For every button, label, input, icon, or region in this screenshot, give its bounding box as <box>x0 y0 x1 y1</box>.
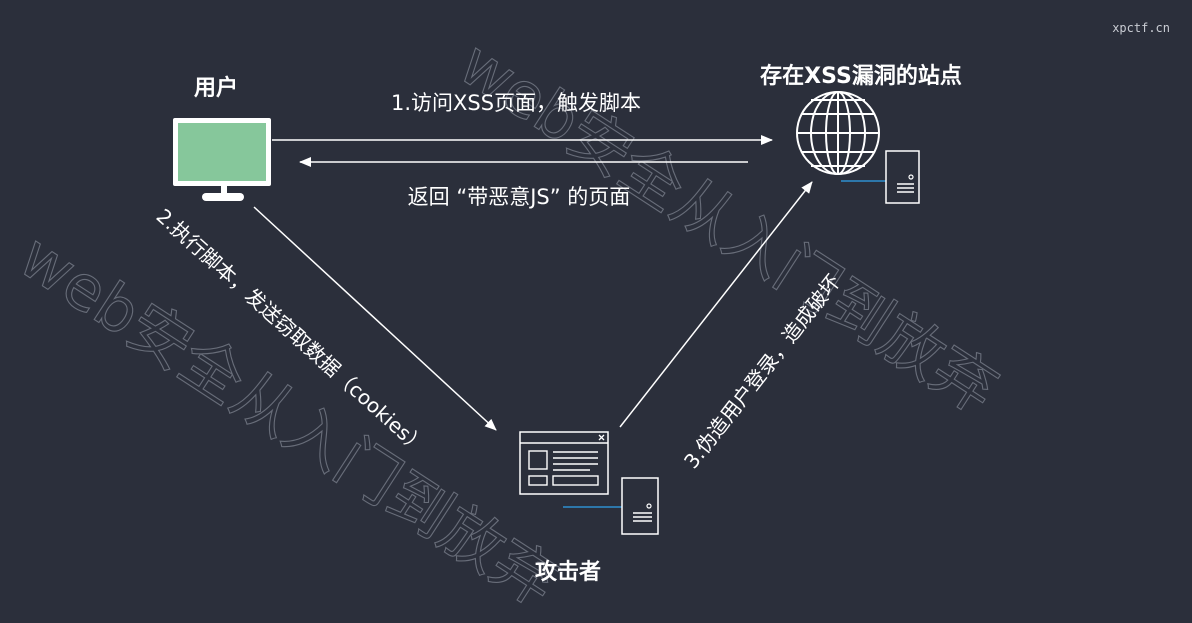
arrow-forge <box>619 181 813 428</box>
edge-label-visit: 1.访问XSS页面，触发脚本 <box>391 91 641 115</box>
browser-window-icon <box>519 431 609 495</box>
site-label: 存在XSS漏洞的站点 <box>760 63 962 89</box>
monitor-icon <box>173 118 271 201</box>
edge-label-return: 返回 “带恶意JS” 的页面 <box>408 185 631 209</box>
arrow-execute <box>253 206 497 431</box>
server-icon <box>841 150 920 204</box>
user-label: 用户 <box>194 75 238 101</box>
edge-label-forge: 3.伪造用户登录，造成破坏 <box>679 270 845 473</box>
attacker-label: 攻击者 <box>535 559 601 585</box>
server-icon <box>563 477 659 535</box>
corner-label: xpctf.cn <box>1112 21 1170 35</box>
globe-icon <box>796 91 880 175</box>
